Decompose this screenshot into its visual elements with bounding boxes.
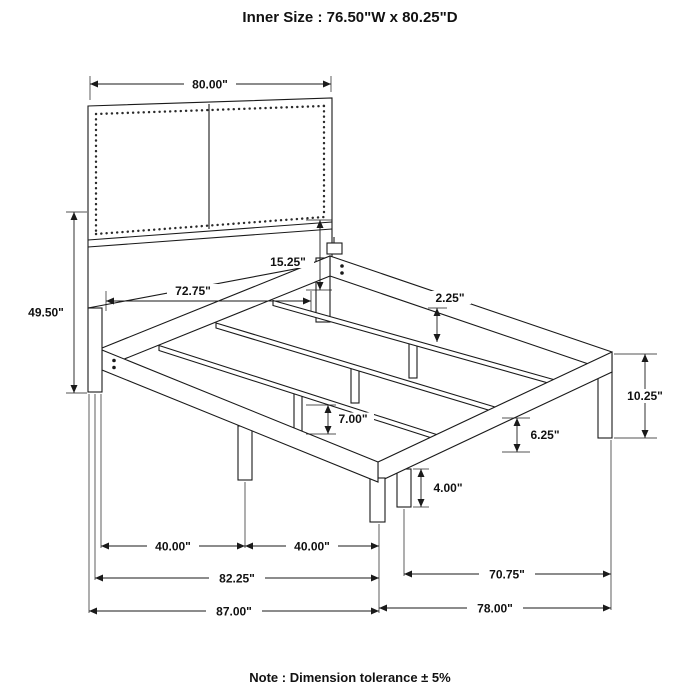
dim-label: 4.00" [433, 481, 462, 495]
dim-label: 80.00" [192, 78, 228, 92]
dim-footboard-height: 6.25" [502, 417, 566, 453]
headboard-mid-rail-bottom [87, 228, 333, 248]
dim-rail-thickness: 2.25" [428, 291, 471, 342]
dim-foot-leg-height: 4.00" [413, 468, 469, 508]
foot-leg-mid [396, 468, 412, 508]
dim-headboard-height: 49.50" [20, 211, 87, 394]
tolerance-note: Note : Dimension tolerance ± 5% [249, 670, 451, 685]
foot-leg-far [597, 371, 613, 439]
dim-leg-span-a: 40.00" [101, 539, 245, 554]
dim-label: 40.00" [155, 540, 191, 554]
support-leg-3 [408, 341, 418, 379]
bed-frame-drawing [87, 97, 613, 523]
dim-label: 40.00" [294, 540, 330, 554]
dim-foot-span: 70.75" [404, 567, 611, 582]
page-title: Inner Size : 76.50"W x 80.25"D [242, 9, 457, 26]
dim-siderail-height: 10.25" [614, 353, 669, 439]
dim-rail-span: 82.25" [95, 571, 379, 586]
bolt-icon [340, 271, 344, 275]
headboard-left-leg [87, 307, 103, 393]
foot-leg-near [369, 477, 386, 523]
dim-label: 10.25" [627, 389, 663, 403]
dimensions: 80.00" 49.50" 72.75" 15.25" [20, 76, 669, 619]
bolt-icon [112, 358, 116, 363]
dim-overall-depth: 87.00" [89, 604, 379, 619]
dim-headboard-width: 80.00" [89, 76, 332, 100]
bolt-icon [112, 365, 116, 370]
extension-lines [88, 394, 612, 613]
support-leg-2 [350, 366, 360, 404]
dim-label: 82.25" [219, 572, 255, 586]
dim-inner-width: 72.75" [105, 284, 312, 311]
support-leg-1 [293, 391, 303, 433]
bolt-icon [340, 264, 344, 268]
dim-label: 6.25" [530, 428, 559, 442]
dim-panel-height: 15.25" [262, 219, 332, 291]
dim-label: 72.75" [175, 284, 211, 298]
dim-overall-width: 78.00" [379, 601, 611, 616]
rail-bracket [326, 242, 343, 255]
headboard-mid-rail-top [87, 221, 333, 241]
side-leg-center [237, 425, 253, 481]
dim-label: 15.25" [270, 255, 306, 269]
dim-leg-span-b: 40.00" [245, 539, 379, 554]
side-rail-far [329, 255, 613, 373]
dim-label: 7.00" [338, 412, 367, 426]
dim-label: 87.00" [216, 605, 252, 619]
dim-center-leg-height: 7.00" [306, 404, 374, 435]
dim-label: 49.50" [28, 306, 64, 320]
dim-label: 70.75" [489, 568, 525, 582]
dim-label: 2.25" [435, 291, 464, 305]
dim-label: 78.00" [477, 602, 513, 616]
